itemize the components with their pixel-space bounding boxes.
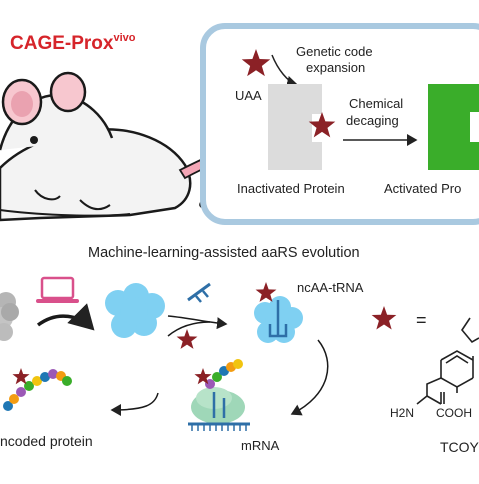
- activated-protein-label: Activated Pro: [384, 181, 461, 196]
- genetic-code-label-1: Genetic code: [296, 44, 373, 59]
- trna-to-ribosome-arrow: [290, 339, 329, 416]
- charged-trna-icon: [268, 300, 288, 338]
- mechanism-panel: [200, 23, 479, 225]
- bound-uaa-star-icon: [308, 112, 336, 138]
- encoded-protein-label: ncoded protein: [0, 433, 93, 449]
- ribosome-to-protein-arrow: [110, 392, 159, 416]
- workflow-heading: Machine-learning-assisted aaRS evolution: [88, 245, 360, 261]
- activated-protein-shape: [428, 84, 479, 170]
- genetic-code-label-2: expansion: [306, 60, 365, 75]
- carboxyl-label: COOH: [436, 406, 472, 420]
- ncaa-star-icon: [255, 282, 277, 302]
- charged-enzyme-cloud-icon: [254, 296, 303, 343]
- chemical-label-1: Chemical: [349, 96, 403, 111]
- amine-label: H2N: [390, 406, 414, 420]
- charging-arrow: [167, 315, 228, 330]
- legend-star-icon: [371, 306, 397, 330]
- chemical-label-2: decaging: [346, 113, 399, 128]
- tcoy-label: TCOY: [440, 439, 479, 455]
- inactivated-protein-label: Inactivated Protein: [237, 181, 345, 196]
- title: CAGE-Proxvivo: [10, 32, 136, 54]
- mouse-eye: [30, 136, 38, 144]
- trna-icon: [187, 282, 211, 303]
- ncaa-trna-label: ncAA-tRNA: [297, 280, 364, 295]
- peptide-star-icon: [194, 368, 212, 385]
- inactivated-protein-shape: [268, 84, 322, 170]
- title-superscript: vivo: [113, 32, 135, 44]
- nascent-peptide-icon: [205, 359, 243, 389]
- tcoy-structure: [416, 317, 479, 405]
- ribosome-icon: [188, 387, 250, 431]
- uaa-to-protein-arrow: [271, 54, 298, 88]
- mrna-label: mRNA: [241, 438, 280, 453]
- free-aa-star-icon: [176, 329, 198, 349]
- laptop-to-cloud-arrow: [36, 303, 95, 331]
- encoded-protein-chain-icon: [3, 369, 72, 411]
- uaa-label: UAA: [235, 88, 262, 103]
- enzyme-cloud-icon: [105, 283, 165, 338]
- laptop-icon: [36, 276, 79, 303]
- equals-sign: =: [416, 310, 427, 330]
- title-main: CAGE-Prox: [10, 33, 114, 54]
- encoded-star-icon: [12, 368, 30, 385]
- uaa-star-icon: [241, 49, 271, 77]
- protein-cluster-icon: [0, 292, 19, 341]
